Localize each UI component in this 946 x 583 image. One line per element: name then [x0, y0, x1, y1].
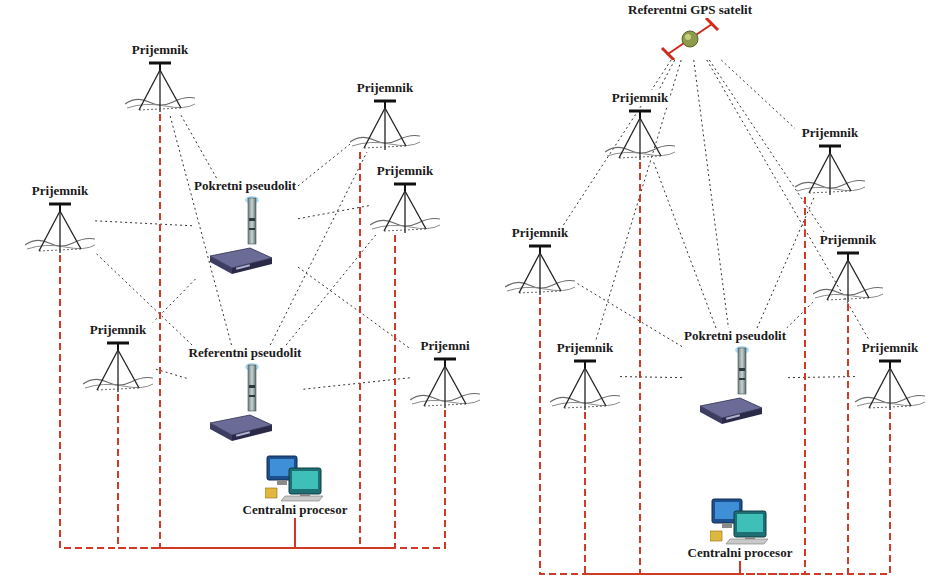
node-label: Prijemnik: [88, 322, 148, 338]
receiver-node: Prijemnik: [855, 340, 925, 412]
receiver-tripod: [350, 96, 420, 152]
signal-path: [575, 282, 682, 346]
receiver-tripod: [550, 356, 620, 412]
signal-path: [298, 267, 410, 348]
pseudolit-device: [200, 361, 290, 446]
receiver-tripod: [125, 58, 195, 114]
node-label: Prijemnik: [510, 225, 570, 241]
pseudolit-node: Pokretni pseudolit: [682, 328, 788, 429]
signal-path: [563, 60, 671, 225]
node-label: Centralni procesor: [241, 502, 350, 518]
node-label: Referentni GPS satelit: [626, 2, 754, 18]
node-label: Pokretni pseudolit: [192, 178, 298, 194]
receiver-tripod: [855, 356, 925, 412]
receiver-tripod: [370, 179, 440, 235]
signal-path: [788, 377, 855, 378]
receiver-node: Prijemnik: [125, 42, 195, 114]
signal-path: [654, 162, 716, 328]
receiver-tripod: [813, 248, 883, 304]
signal-path: [170, 114, 232, 345]
receiver-node: Prijemnik: [350, 80, 420, 152]
node-label: Pokretni pseudolit: [682, 328, 788, 344]
computer-icon: [710, 495, 770, 545]
signal-path: [298, 144, 350, 186]
signal-path: [596, 60, 681, 340]
signal-path: [694, 60, 729, 328]
receiver-tripod: [605, 106, 675, 162]
node-label: Centralni procesor: [686, 545, 795, 561]
node-label: Prijemnik: [355, 80, 415, 96]
node-label: Prijemnik: [800, 125, 860, 141]
node-label: Prijemnik: [375, 163, 435, 179]
signal-path: [620, 377, 682, 378]
pseudolit-device: [200, 194, 290, 279]
receiver-node: Prijemnik: [370, 163, 440, 235]
node-label: Prijemnik: [610, 90, 670, 106]
receiver-tripod: [25, 199, 95, 255]
receiver-node: Prijemnik: [25, 183, 95, 255]
signal-path: [707, 60, 869, 340]
node-label: Prijemnik: [555, 340, 615, 356]
receiver-tripod: [505, 241, 575, 297]
satellite-node: Referentni GPS satelit: [626, 2, 754, 60]
receiver-tripod: [410, 354, 480, 410]
signal-path: [659, 60, 675, 90]
signal-path: [286, 235, 376, 345]
computer-icon: [265, 452, 325, 502]
processor-node: Centralni procesor: [241, 452, 350, 518]
receiver-node: Prijemnik: [550, 340, 620, 412]
pseudolit-device: [690, 344, 780, 429]
receiver-node: Prijemnik: [83, 322, 153, 394]
receiver-node: Prijemni: [410, 338, 480, 410]
signal-path: [787, 302, 813, 328]
gps-satellite: [660, 18, 720, 60]
signal-path: [180, 114, 216, 178]
data-link: [640, 162, 740, 574]
node-label: Prijemnik: [30, 183, 90, 199]
receiver-node: Prijemnik: [813, 232, 883, 304]
signal-path: [95, 221, 192, 226]
receiver-node: Prijemnik: [795, 125, 865, 197]
receiver-node: Prijemnik: [505, 225, 575, 297]
node-label: Prijemni: [418, 338, 471, 354]
node-label: Referentni pseudolit: [187, 345, 304, 361]
node-label: Prijemnik: [130, 42, 190, 58]
node-label: Prijemnik: [818, 232, 878, 248]
node-label: Prijemnik: [860, 340, 920, 356]
receiver-node: Prijemnik: [605, 90, 675, 162]
receiver-tripod: [83, 338, 153, 394]
processor-node: Centralni procesor: [686, 495, 795, 561]
signal-path: [709, 60, 824, 232]
pseudolit-node: Referentni pseudolit: [187, 345, 304, 446]
signal-path: [153, 368, 187, 378]
pseudolit-node: Pokretni pseudolit: [192, 178, 298, 279]
receiver-tripod: [795, 141, 865, 197]
